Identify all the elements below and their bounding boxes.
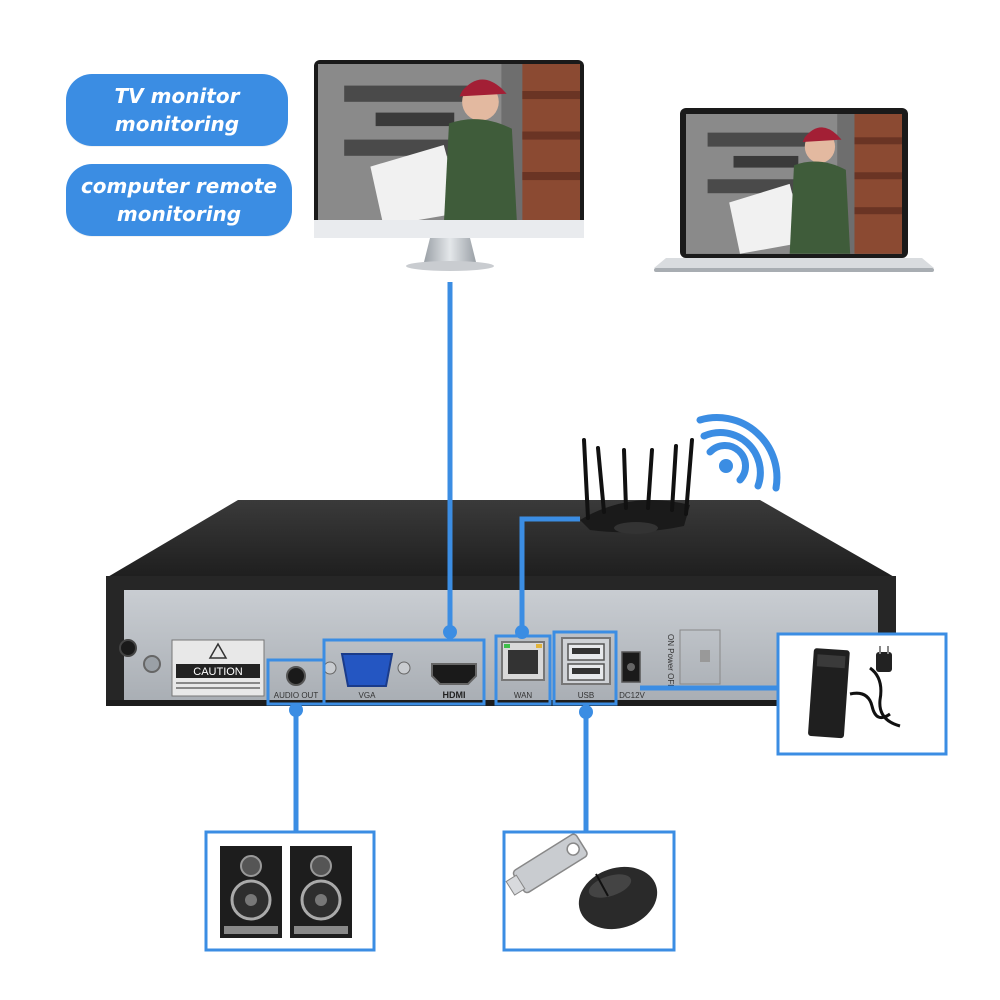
port-highlights [266,630,618,706]
audio-out-text: AUDIO OUT [274,691,319,700]
hdmi-text: HDMI [443,690,466,700]
usb-ports: USB [561,637,611,700]
usb-text: USB [578,691,594,700]
computer-remote-label-line2: monitoring [116,202,242,226]
caution-label: CAUTION [171,639,265,697]
computer-remote-label: computer remote monitoring [66,164,292,236]
hdmi-port: HDMI [431,663,477,700]
video-highlight [322,638,486,706]
router-icon [580,438,694,534]
dc-power-port: DC12V [619,651,646,700]
wifi-icon [696,414,781,492]
usb-flash-drive-icon [505,833,588,896]
tv-monitor-icon [314,60,584,271]
tv-monitor-label-line1: TV monitor [114,84,240,108]
usb-devices-box [502,830,676,952]
laptop-icon [654,108,934,272]
wan-text: WAN [514,691,533,700]
connection-lines [293,282,778,832]
mouse-icon [578,866,658,930]
usb-highlight [552,630,618,706]
tv-monitor-label-line2: monitoring [114,112,240,136]
wan-port: WAN [501,641,545,700]
vga-text: VGA [359,691,377,700]
audio-out-port [286,666,306,686]
speaker-right-icon [290,846,352,938]
nvr-device: CAUTION AUDIO OUT VGA HDMI [106,500,896,706]
wan-highlight [494,634,552,706]
speakers-box [204,830,376,952]
power-switch-text: ON Power OFF [666,634,675,689]
speaker-left-icon [220,846,282,938]
vga-port: VGA [323,653,411,700]
computer-remote-label-line1: computer remote [80,174,278,198]
tv-monitor-label: TV monitor monitoring [66,74,288,146]
dc-text: DC12V [619,691,645,700]
power-adapter-box [776,632,948,756]
caution-text: CAUTION [193,666,243,678]
